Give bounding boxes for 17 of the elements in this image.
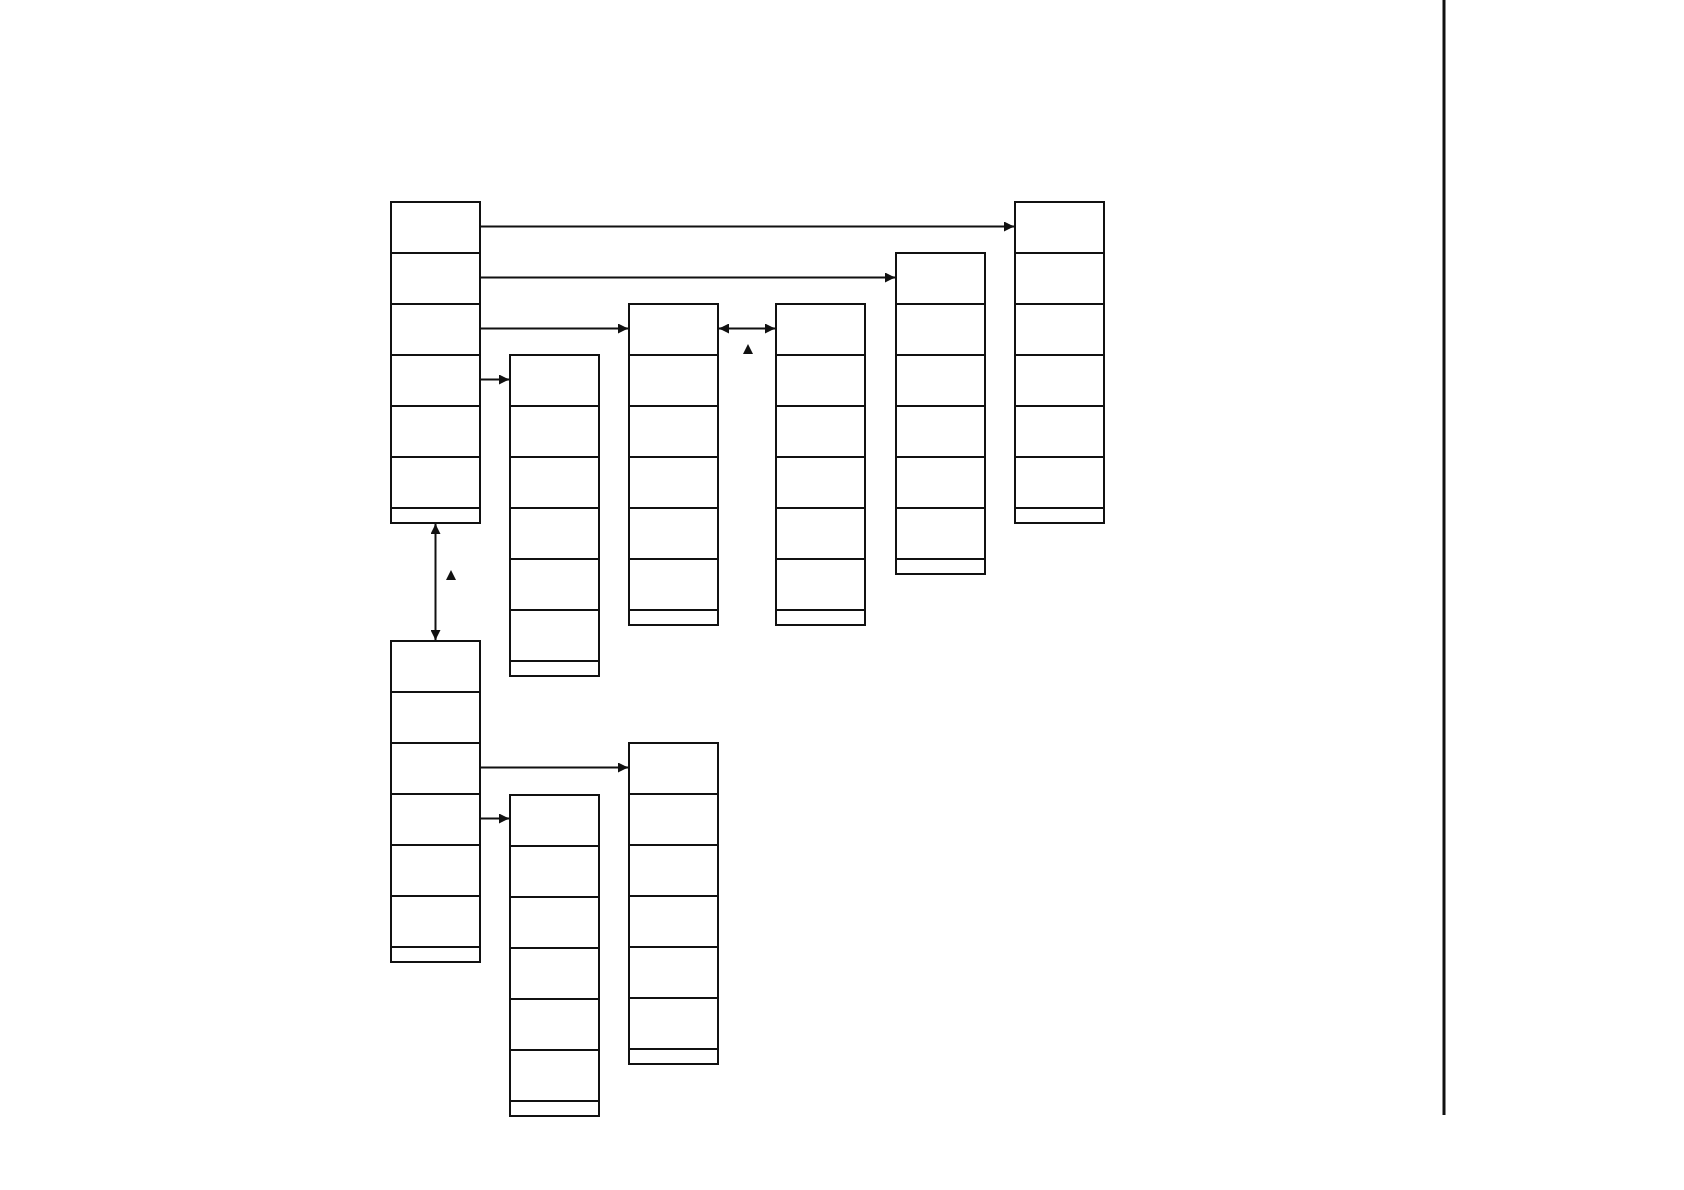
record-column — [390, 640, 481, 963]
record-column — [775, 303, 866, 626]
record-column — [628, 742, 719, 1065]
record-column — [1014, 201, 1105, 524]
record-column — [509, 354, 600, 677]
record-column — [895, 252, 986, 575]
arrow — [480, 272, 896, 283]
record-column — [509, 794, 600, 1117]
arrow — [480, 323, 629, 334]
arrow — [480, 374, 510, 385]
arrow — [480, 762, 629, 773]
arrow — [480, 813, 510, 824]
record-column — [628, 303, 719, 626]
arrow — [718, 323, 776, 334]
arrow — [430, 523, 441, 641]
arrow — [480, 221, 1015, 232]
record-column — [390, 201, 481, 524]
